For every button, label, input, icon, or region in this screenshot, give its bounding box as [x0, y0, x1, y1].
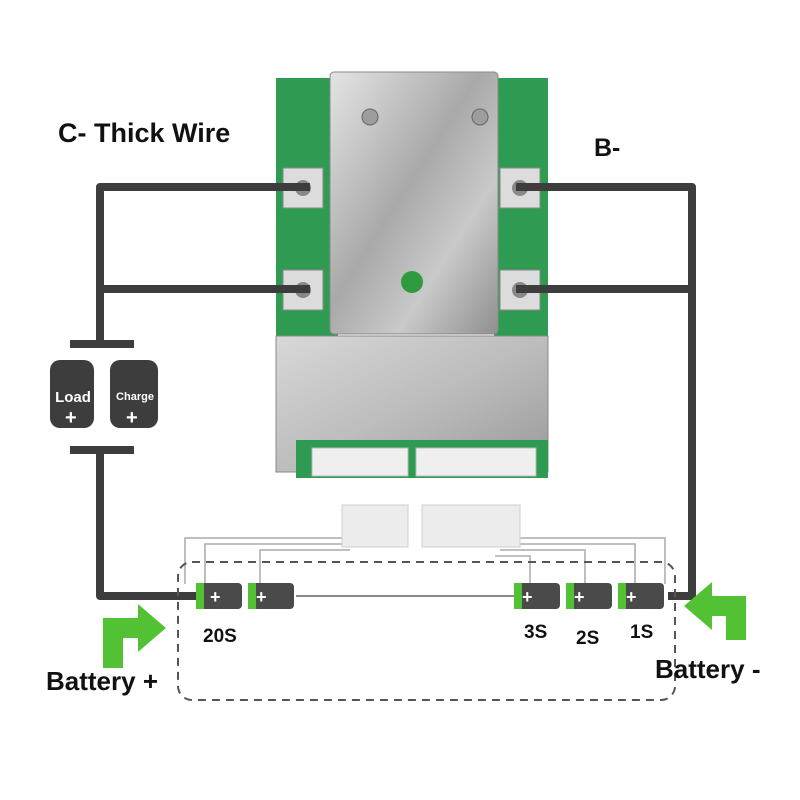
charge-box: [110, 360, 158, 428]
load-label: Load: [55, 389, 91, 406]
balance-connector-left: [311, 447, 409, 477]
heatsink-plate: [329, 71, 499, 335]
battery-plus-label: Battery +: [46, 666, 158, 696]
load-box: [50, 360, 94, 428]
svg-text:+: +: [574, 587, 585, 607]
cell-19s: +: [248, 583, 294, 609]
cell-2s: +: [566, 583, 612, 609]
screw: [471, 108, 489, 126]
battery-pack-outline: [177, 561, 676, 701]
cell-1s: +: [618, 583, 664, 609]
b-minus-label: B-: [594, 134, 621, 162]
cell-label-2s: 2S: [576, 628, 600, 649]
wires: [70, 183, 696, 600]
load-plus-label: +: [65, 407, 77, 429]
c-minus-label: C- Thick Wire: [58, 118, 231, 148]
svg-text:+: +: [522, 587, 533, 607]
cell-3s: +: [514, 583, 560, 609]
battery-plus-wire: [96, 450, 196, 600]
bms-board: [275, 71, 549, 478]
cell-20s: +: [196, 583, 242, 609]
balance-connector-right: [415, 447, 537, 477]
b-minus-wire: [516, 183, 696, 600]
battery-plus-arrow-icon: [103, 604, 166, 668]
screw: [361, 108, 379, 126]
svg-text:+: +: [626, 587, 637, 607]
svg-text:+: +: [210, 587, 221, 607]
battery-cells: + + + + +: [196, 583, 664, 609]
battery-minus-label: Battery -: [655, 654, 761, 684]
sense-wires: [184, 537, 666, 584]
cell-label-1s: 1S: [630, 622, 654, 643]
balance-plug-right: [421, 504, 521, 548]
cell-label-20s: 20S: [203, 626, 237, 647]
charge-plus-label: +: [126, 407, 138, 429]
svg-text:+: +: [256, 587, 267, 607]
cell-label-3s: 3S: [524, 622, 548, 643]
qc-sticker: [401, 271, 423, 293]
balance-plug-left: [341, 504, 409, 548]
charge-label: Charge: [116, 391, 154, 403]
battery-minus-arrow-icon: [684, 582, 746, 640]
